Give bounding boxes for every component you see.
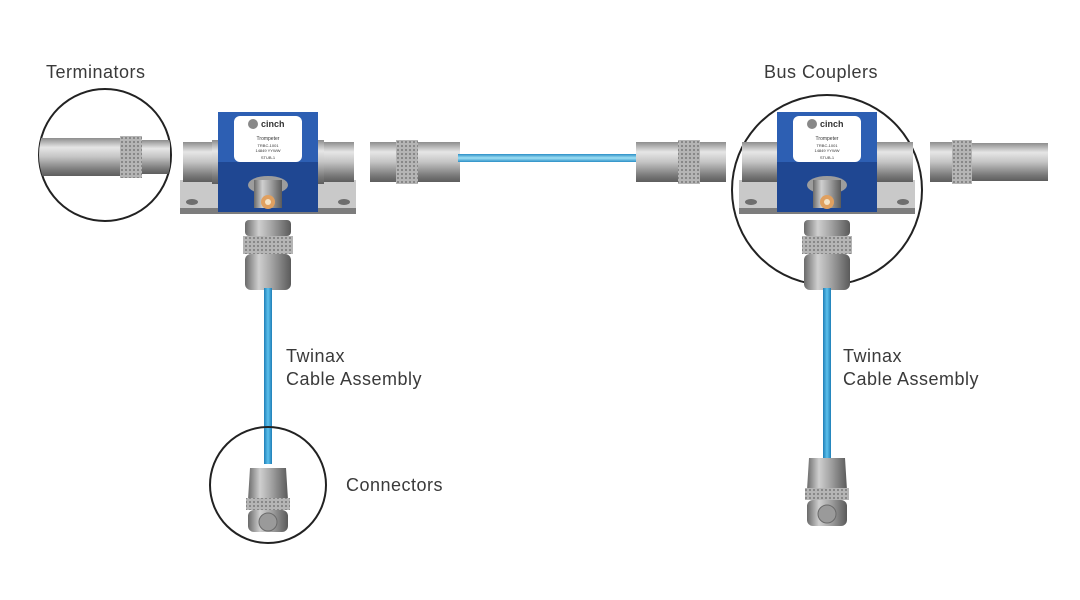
bus-cable-assembly: [370, 140, 726, 184]
connector-left: [209, 426, 327, 544]
model-text: Trompeter: [816, 136, 839, 142]
twinax-cable-assembly-right: [805, 288, 849, 526]
part-number-text: TRBC-1001: [257, 143, 279, 148]
twinax-left-label-line1: Twinax: [286, 346, 346, 366]
twinax-right-label-line1: Twinax: [843, 346, 903, 366]
terminators-label: Terminators: [46, 62, 146, 82]
brand-logo-text: cinch: [820, 119, 844, 129]
twinax-left-label-line2: Cable Assembly: [286, 369, 423, 389]
twinax-cable-assembly-left: [243, 220, 293, 460]
part-number-text: TRBC-1001: [816, 143, 838, 148]
brand-logo-text: cinch: [261, 119, 285, 129]
terminator-callout: [38, 88, 172, 222]
bus-couplers-label: Bus Couplers: [764, 62, 879, 82]
bus-coupler-left: cinch Trompeter TRBC-1001 14849 YYWW STU…: [180, 112, 356, 214]
terminator-right: [930, 140, 1048, 184]
date-code-text: 14849 YYWW: [814, 148, 839, 153]
twinax-right-label-line2: Cable Assembly: [843, 369, 980, 389]
stub-text: STUB-1: [820, 155, 835, 160]
connectors-label: Connectors: [346, 475, 444, 495]
bus-coupler-right: cinch Trompeter TRBC-1001 14849 YYWW STU…: [731, 94, 923, 290]
date-code-text: 14849 YYWW: [255, 148, 280, 153]
stub-text: STUB-1: [261, 155, 276, 160]
model-text: Trompeter: [257, 136, 280, 142]
